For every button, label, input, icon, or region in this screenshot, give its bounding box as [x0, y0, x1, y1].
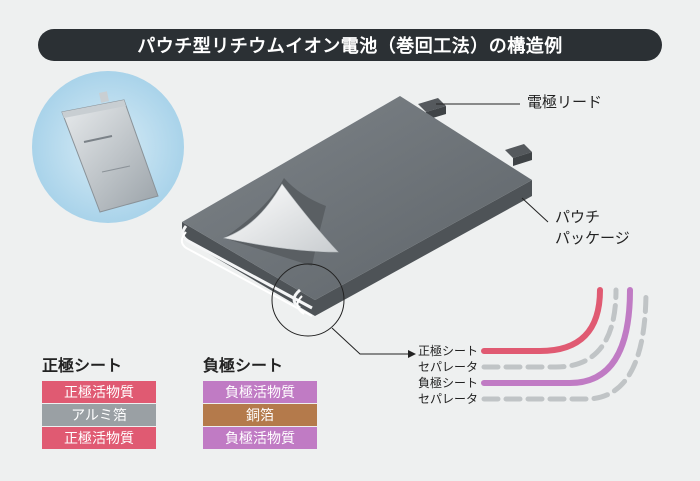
magnifier [271, 263, 416, 358]
negative-sheet-arc [481, 287, 633, 386]
detail-label-separator-2: セパレータ [417, 392, 478, 406]
positive-sheet-arc [481, 287, 603, 354]
separator-arc-2 [481, 287, 649, 402]
separator-arc-1 [481, 287, 619, 370]
pouch-package [182, 96, 532, 316]
battery-photo [32, 71, 184, 223]
negative-sheet-title: 負極シート [203, 356, 284, 375]
electrode-lead-label: 電極リード [527, 93, 603, 111]
positive-layer-active-top: 正極活物質 [42, 381, 156, 403]
diagram-title: パウチ型リチウムイオン電池（巻回工法）の構造例 [38, 29, 662, 61]
pouch-label-line2: パッケージ [555, 229, 630, 247]
positive-layer-active-bottom: 正極活物質 [42, 427, 156, 449]
pouch-label-line1: パウチ [555, 208, 601, 226]
negative-layer-active-bottom: 負極活物質 [203, 427, 317, 449]
detail-label-negative: 負極シート [417, 376, 478, 390]
wound-layers [180, 225, 313, 317]
layer-detail [481, 287, 649, 402]
negative-layer-active-top: 負極活物質 [203, 381, 317, 403]
detail-label-separator-1: セパレータ [417, 360, 478, 374]
detail-label-positive: 正極シート [417, 344, 478, 358]
negative-layer-copper: 銅箔 [203, 404, 317, 426]
callout-lines [436, 103, 549, 223]
positive-layer-aluminum: アルミ箔 [42, 404, 156, 426]
positive-sheet-title: 正極シート [42, 356, 123, 375]
